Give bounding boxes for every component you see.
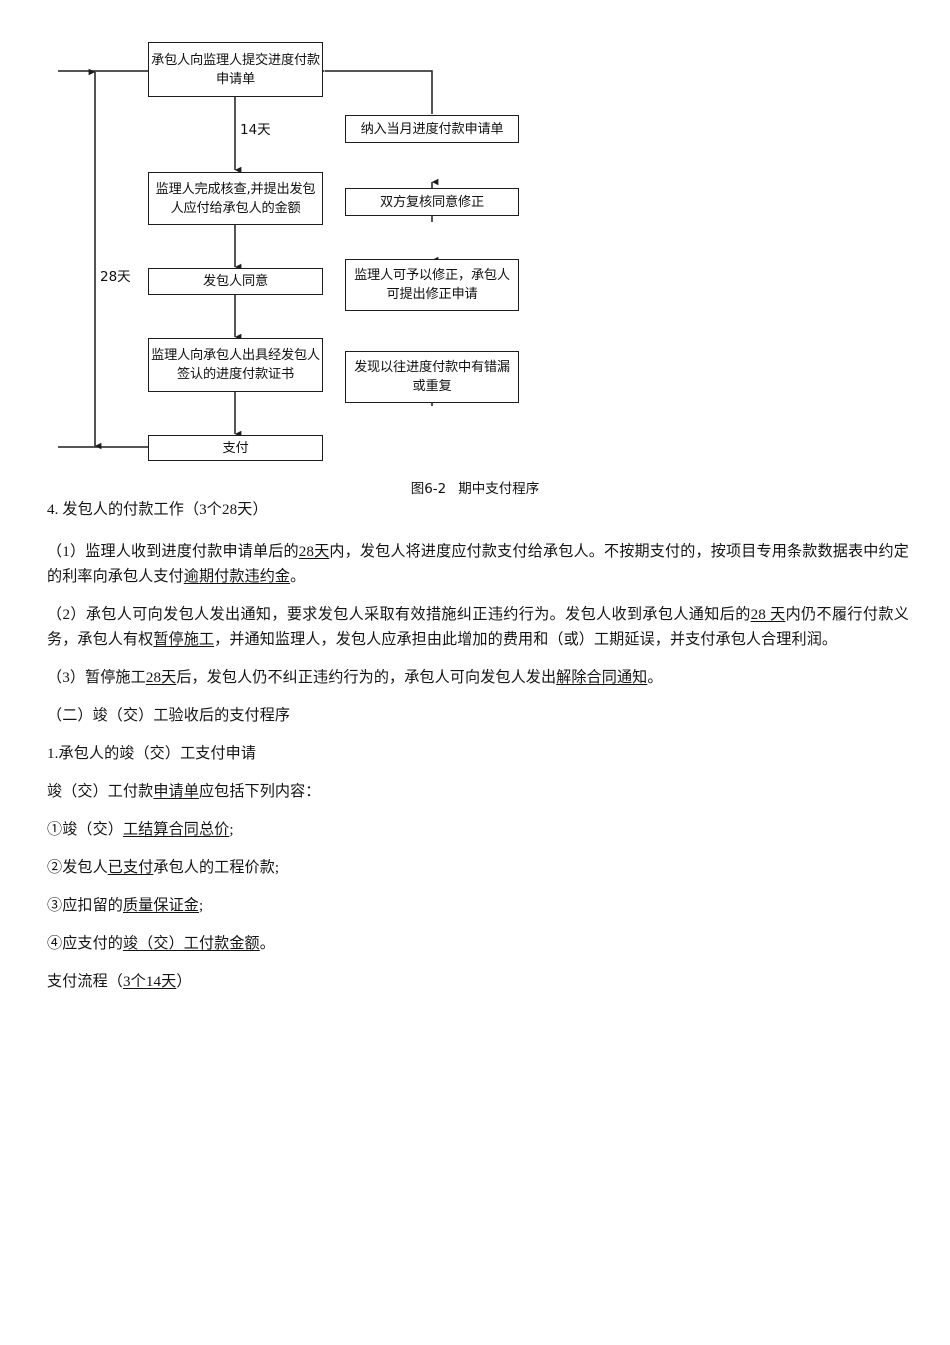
p2-text-c: ，并通知监理人，发包人应承担由此增加的费用和（或）工期延误，并支付承包人合理利润… — [214, 632, 838, 648]
item4-text-b: 。 — [259, 936, 275, 952]
p5-text-a: 支付流程（ — [47, 974, 123, 990]
flow-box-label: 支付 — [222, 440, 249, 456]
flow-box-payment: 支付 — [148, 435, 323, 461]
paragraph-3: （3）暂停施工28天后，发包人仍不纠正违约行为的，承包人可向发包人发出解除合同通… — [47, 666, 909, 691]
item3-text-b: ; — [198, 898, 204, 914]
p4-text-a: 竣（交）工付款 — [47, 784, 154, 800]
figure-caption-number: 图6-2 — [410, 481, 447, 497]
flow-label-text: 14天 — [240, 122, 271, 138]
section-heading-2: （二）竣（交）工验收后的支付程序 — [47, 704, 909, 729]
item1-underline: 工结算合同总价 — [122, 822, 230, 838]
flow-box-label: 纳入当月进度付款申请单 — [360, 121, 504, 137]
section-heading-3: 1.承包人的竣（交）工支付申请 — [47, 742, 909, 767]
p4-underline-application-form: 申请单 — [153, 784, 199, 800]
item2-text-a: ②发包人 — [47, 860, 108, 876]
list-item-2: ②发包人已支付承包人的工程价款; — [47, 856, 909, 881]
list-item-1: ①竣（交）工结算合同总价; — [47, 818, 909, 843]
paragraph-4: 竣（交）工付款申请单应包括下列内容： — [47, 780, 909, 805]
p1-text-b: 内，发包人将进度应付款支付给承包人。不按期支付的，按项目专用条款数据表中约定的利… — [47, 544, 909, 585]
flow-box-label: 承包人向监理人提交进度付款申请单 — [151, 52, 320, 87]
flow-label-text: 28天 — [100, 269, 131, 285]
p1-underline-late-payment-penalty: 逾期付款违约金 — [183, 569, 291, 585]
list-item-4: ④应支付的竣（交）工付款金额。 — [47, 932, 909, 957]
item2-text-b: 承包人的工程价款; — [153, 860, 280, 876]
flow-box-both-parties-agree-correction: 双方复核同意修正 — [345, 188, 519, 216]
flow-box-label: 监理人完成核查,并提出发包人应付给承包人的金额 — [155, 181, 316, 216]
flow-box-payment-certificate: 监理人向承包人出具经发包人签认的进度付款证书 — [148, 338, 323, 392]
item3-underline: 质量保证金 — [122, 898, 199, 914]
item4-text-a: ④应支付的 — [47, 936, 123, 952]
flow-box-include-current-month: 纳入当月进度付款申请单 — [345, 115, 519, 143]
flow-box-label: 监理人向承包人出具经发包人签认的进度付款证书 — [151, 348, 320, 382]
item4-underline: 竣（交）工付款金额 — [122, 936, 260, 952]
paragraph-2: （2）承包人可向发包人发出通知，要求发包人采取有效措施纠正违约行为。发包人收到承… — [47, 603, 909, 653]
paragraph-5: 支付流程（3个14天） — [47, 970, 909, 995]
p3-underline-terminate-contract-notice: 解除合同通知 — [556, 670, 648, 686]
figure-caption-title: 期中支付程序 — [458, 481, 540, 497]
p4-text-b: 应包括下列内容： — [198, 784, 321, 800]
flow-box-submit-application: 承包人向监理人提交进度付款申请单 — [148, 42, 323, 97]
paragraph-1: （1）监理人收到进度付款申请单后的28天内，发包人将进度应付款支付给承包人。不按… — [47, 540, 909, 590]
p5-underline-3x14days: 3个14天 — [122, 974, 177, 990]
p3-text-b: 后，发包人仍不纠正违约行为的，承包人可向发包人发出 — [176, 670, 557, 686]
section-heading-3-text: 1.承包人的竣（交）工支付申请 — [47, 746, 257, 762]
flow-label-14-days: 14天 — [240, 118, 271, 138]
flow-box-engineer-may-correct: 监理人可予以修正，承包人可提出修正申请 — [345, 259, 519, 311]
flowchart-figure: 承包人向监理人提交进度付款申请单 监理人完成核查,并提出发包人应付给承包人的金额… — [0, 0, 950, 500]
list-item-3: ③应扣留的质量保证金; — [47, 894, 909, 919]
p2-underline-28days: 28 天 — [750, 607, 786, 623]
p2-underline-suspend-work: 暂停施工 — [153, 632, 215, 648]
p1-text-c: 。 — [290, 569, 306, 585]
section-heading-2-text: （二）竣（交）工验收后的支付程序 — [47, 708, 291, 724]
figure-caption: 图6-2 期中支付程序 — [0, 477, 950, 497]
paragraph-heading-4: 4. 发包人的付款工作（3个28天） — [47, 498, 909, 523]
flowchart-connectors — [58, 67, 439, 450]
item2-underline: 已支付 — [107, 860, 154, 876]
p3-text-a: （3）暂停施工 — [47, 670, 146, 686]
flow-box-engineer-review: 监理人完成核查,并提出发包人应付给承包人的金额 — [148, 172, 323, 225]
flow-box-label: 发包人同意 — [203, 274, 268, 289]
flow-box-errors-found: 发现以往进度付款中有错漏或重复 — [345, 351, 519, 403]
heading-4-text: 4. 发包人的付款工作（3个28天） — [47, 502, 268, 518]
item1-text-a: ①竣（交） — [47, 822, 123, 838]
document-body: 4. 发包人的付款工作（3个28天） （1）监理人收到进度付款申请单后的28天内… — [47, 498, 909, 1008]
p1-text-a: （1）监理人收到进度付款申请单后的 — [47, 544, 299, 560]
p5-text-b: ） — [176, 974, 192, 990]
p3-underline-28days: 28天 — [145, 670, 177, 686]
flow-label-28-days: 28天 — [100, 265, 131, 285]
p1-underline-28days: 28天 — [298, 544, 330, 560]
item1-text-b: ; — [229, 822, 234, 838]
item3-text-a: ③应扣留的 — [47, 898, 123, 914]
p2-text-a: （2）承包人可向发包人发出通知，要求发包人采取有效措施纠正违约行为。发包人收到承… — [47, 607, 751, 623]
flow-box-label: 发现以往进度付款中有错漏或重复 — [354, 360, 510, 394]
flow-box-label: 双方复核同意修正 — [380, 194, 484, 210]
p3-text-c: 。 — [647, 670, 663, 686]
p2-text-b: 内仍不履行付款义务，承包人有权 — [47, 607, 909, 648]
flow-box-employer-agrees: 发包人同意 — [148, 268, 323, 295]
flow-box-label: 监理人可予以修正，承包人可提出修正申请 — [354, 268, 510, 302]
